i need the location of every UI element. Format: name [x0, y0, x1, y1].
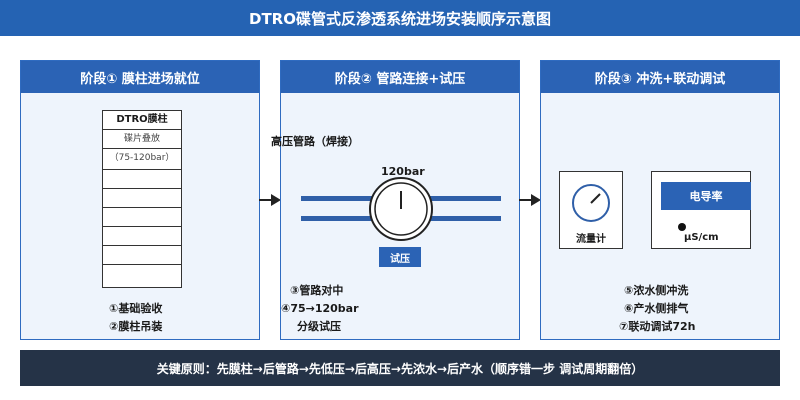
- step1-text: ①基础验收: [109, 302, 163, 315]
- flow-arrow-1-icon: [259, 194, 281, 206]
- gauge-label: 120bar: [381, 165, 425, 178]
- stage1-header: 阶段① 膜柱进场就位: [21, 61, 259, 93]
- step6-text: ⑥产水侧排气: [624, 302, 689, 315]
- flow-arrow-2-icon: [519, 194, 541, 206]
- flow-meter-dial-icon: [572, 184, 610, 222]
- stage2-header: 阶段② 管路连接+试压: [281, 61, 519, 93]
- step7-text: ⑦联动调试72h: [619, 320, 696, 333]
- indicator-dot-icon: [678, 223, 686, 231]
- pressure-gauge-icon: [301, 177, 501, 241]
- conductivity-meter: 电导率 μS/cm: [651, 171, 751, 249]
- step3-text: ③管路对中: [290, 284, 344, 297]
- flow-meter: 流量计: [559, 171, 623, 249]
- diagram-title: DTRO碟管式反渗透系统进场安装顺序示意图: [0, 0, 800, 36]
- step2-text: ②膜柱吊装: [109, 320, 163, 333]
- stage3-header: 阶段③ 冲洗+联动调试: [541, 61, 779, 93]
- key-principle-footer: 关键原则：先膜柱→后管路→先低压→后高压→先浓水→后产水（顺序错一步 调试周期翻…: [20, 350, 780, 386]
- step4-text: ④75→120bar: [281, 302, 359, 315]
- column-sub1: 碟片叠放: [103, 129, 181, 148]
- step5-text: ⑤浓水侧冲洗: [624, 284, 689, 297]
- conductivity-unit: μS/cm: [684, 232, 719, 243]
- column-title: DTRO膜柱: [116, 114, 168, 125]
- stage1-panel: 阶段① 膜柱进场就位 DTRO膜柱 碟片叠放 （75-120bar） ①基础验收…: [20, 60, 260, 340]
- step4b-text: 分级试压: [297, 320, 341, 333]
- stage2-panel: 阶段② 管路连接+试压 高压管路（焊接） 120bar 试压 ③管路对中 ④75…: [271, 60, 520, 340]
- column-disc-stack: [103, 169, 181, 287]
- pipe-label: 高压管路（焊接）: [271, 135, 359, 148]
- column-sub2: （75-120bar）: [103, 148, 181, 167]
- flow-meter-label: 流量计: [576, 234, 606, 245]
- stage3-panel: 阶段③ 冲洗+联动调试 流量计 电导率 μS/cm ⑤浓水侧冲洗 ⑥产水侧排气 …: [540, 60, 780, 340]
- test-badge: 试压: [379, 247, 421, 267]
- conductivity-label: 电导率: [661, 182, 751, 210]
- membrane-column: DTRO膜柱 碟片叠放 （75-120bar）: [102, 110, 182, 288]
